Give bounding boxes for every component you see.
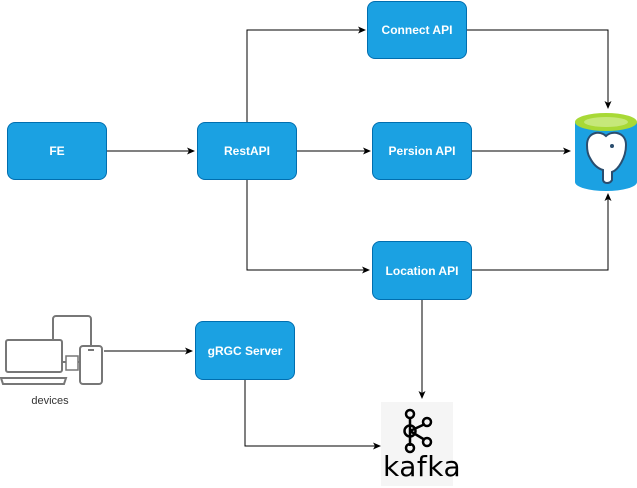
- persion-api-node-label: Persion API: [388, 144, 456, 158]
- fe-node-label: FE: [49, 144, 65, 158]
- fe-node[interactable]: FE: [7, 122, 107, 180]
- devices-label: devices: [31, 395, 69, 407]
- edge-location-api-to-db: [472, 193, 612, 271]
- restapi-node[interactable]: RestAPI: [197, 122, 297, 180]
- postgresql-database-icon: [575, 113, 637, 191]
- devices-icon: [0, 315, 103, 385]
- edge-restapi-to-connect-api: [246, 26, 366, 122]
- edge-connect-api-to-db: [467, 29, 612, 109]
- location-api-node-label: Location API: [385, 263, 459, 278]
- location-api-node[interactable]: Location API: [372, 241, 472, 300]
- connect-api-node-label: Connect API: [381, 23, 453, 37]
- restapi-node-label: RestAPI: [223, 144, 270, 158]
- grgc-server-node[interactable]: gRGC Server: [195, 321, 295, 380]
- persion-api-node[interactable]: Persion API: [372, 122, 472, 180]
- grgc-server-node-label: gRGC Server: [207, 343, 283, 358]
- connect-api-node[interactable]: Connect API: [367, 1, 467, 59]
- kafka-logo-text: kafka: [383, 450, 462, 483]
- kafka-logo-icon: [381, 402, 453, 486]
- edge-restapi-to-location-api: [246, 180, 370, 274]
- edge-grgc-to-kafka: [244, 380, 381, 450]
